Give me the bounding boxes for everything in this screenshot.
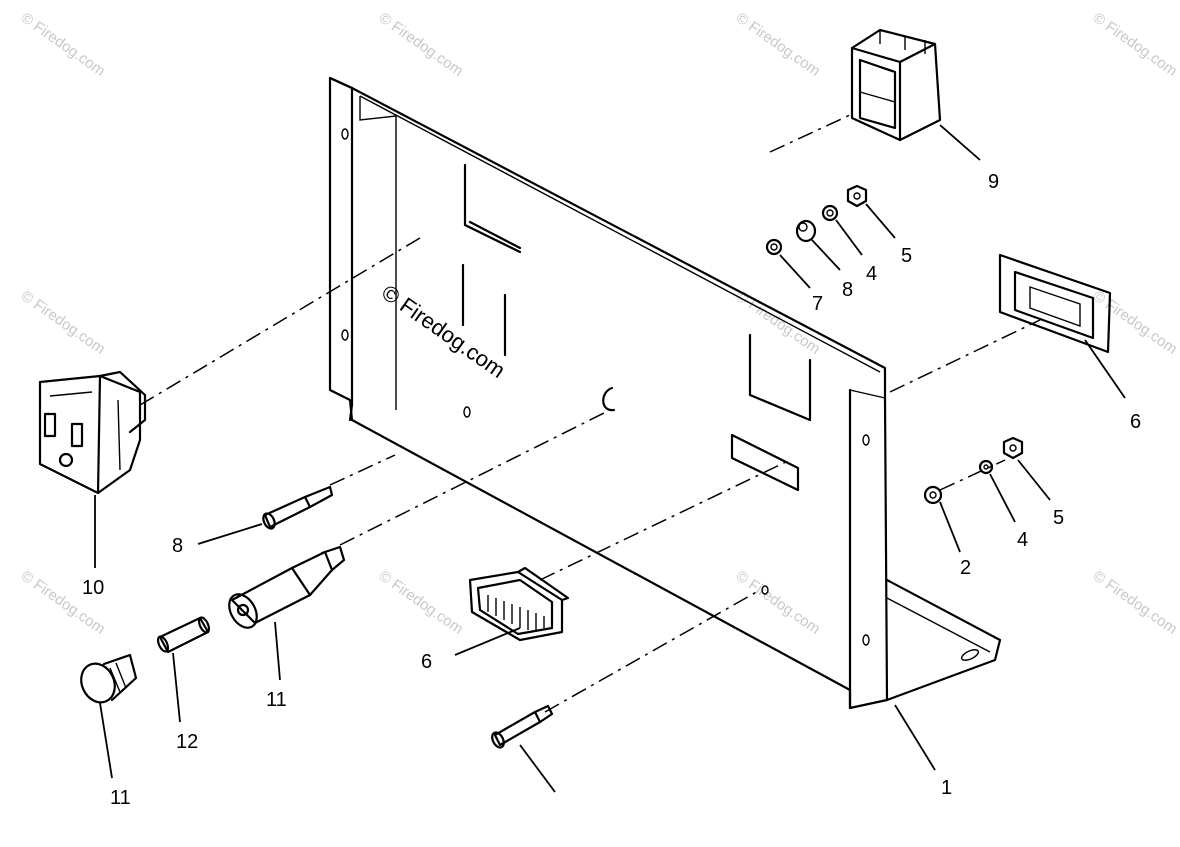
callouts: 10 8 11 12 11 6 1 6 9 7 8 4 5 2 4 5 [82, 171, 1141, 809]
center-watermark: © Firedog.com [377, 280, 510, 383]
callout-label: 12 [176, 731, 198, 753]
callout-label: 10 [82, 577, 104, 599]
indicator-lens [998, 253, 1112, 354]
watermark: © Firedog.com [376, 567, 467, 637]
callout-leaders [94, 124, 1126, 793]
bolt [262, 485, 334, 530]
watermark: © Firedog.com [18, 9, 109, 79]
watermark: © Firedog.com [1090, 9, 1180, 79]
watermark: © Firedog.com [733, 9, 824, 79]
watermarks: © Firedog.com © Firedog.com © Firedog.co… [18, 9, 1180, 637]
hardware-upper [765, 184, 868, 256]
watermark: © Firedog.com [733, 567, 824, 637]
control-panel-bracket [328, 76, 1002, 710]
hardware-lower [923, 436, 1024, 505]
callout-label: 6 [1130, 411, 1141, 433]
callout-label: 8 [842, 279, 853, 301]
fuse-cap [80, 653, 138, 704]
watermark: © Firedog.com [1090, 287, 1180, 357]
callout-label: 5 [1053, 507, 1064, 529]
callout-label: 9 [988, 171, 999, 193]
watermark: © Firedog.com [1090, 567, 1180, 637]
exploded-view-lines [139, 114, 1041, 713]
callout-label: 11 [266, 689, 287, 711]
callout-label: 2 [960, 557, 971, 579]
callout-label: 1 [941, 777, 952, 799]
fuse [156, 616, 211, 654]
callout-label: 6 [421, 651, 432, 673]
callout-label: 8 [172, 535, 183, 557]
callout-label: 4 [1017, 529, 1028, 551]
bolt [491, 704, 554, 749]
receptacle-outlet [38, 370, 147, 495]
callout-label: 11 [110, 787, 131, 809]
fuse-holder [228, 545, 346, 629]
callout-label: 5 [901, 245, 912, 267]
callout-label: 4 [866, 263, 877, 285]
watermark: © Firedog.com [733, 287, 824, 357]
callout-label: 7 [812, 293, 823, 315]
indicator-light [468, 566, 570, 642]
rocker-switch [850, 28, 942, 142]
clip [602, 386, 616, 412]
watermark: © Firedog.com [18, 287, 109, 357]
watermark: © Firedog.com [376, 9, 467, 79]
